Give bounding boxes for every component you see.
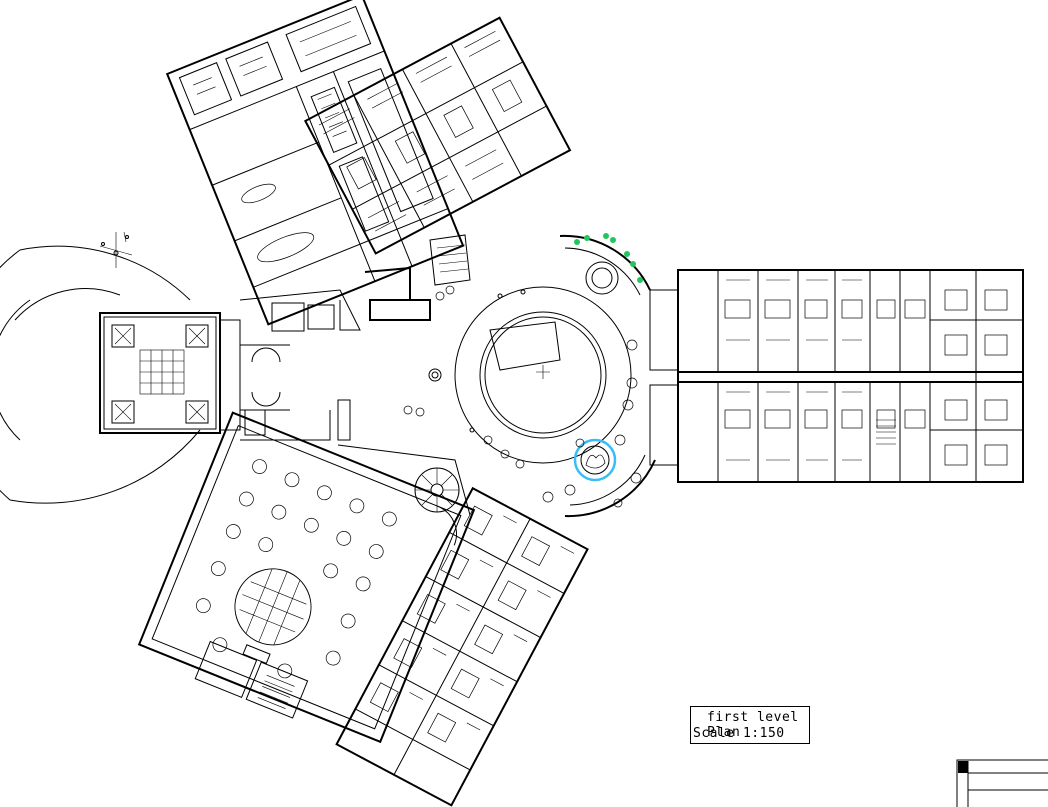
south-guestroom-block bbox=[335, 486, 589, 807]
lobby-connectors bbox=[239, 234, 471, 441]
round-pavilions bbox=[403, 233, 656, 518]
plan-title: first level Plan bbox=[707, 710, 799, 740]
sheet-title-block bbox=[956, 759, 1048, 807]
north-guestroom-block bbox=[303, 16, 572, 255]
entrance-pavilion bbox=[99, 312, 290, 434]
site-arcs bbox=[0, 231, 201, 504]
service-rooms bbox=[194, 640, 309, 719]
central-rotunda bbox=[428, 286, 632, 464]
east-guestroom-wing bbox=[649, 269, 1024, 483]
spiral-stair bbox=[337, 399, 471, 516]
plan-title-block: first level Plan Scale 1:150 bbox=[690, 706, 810, 744]
fountain-icon bbox=[573, 438, 617, 482]
banquet-hall bbox=[137, 411, 476, 744]
northwest-wing bbox=[165, 0, 465, 326]
plan-scale: Scale 1:150 bbox=[693, 726, 785, 741]
plant-icons bbox=[574, 233, 643, 283]
